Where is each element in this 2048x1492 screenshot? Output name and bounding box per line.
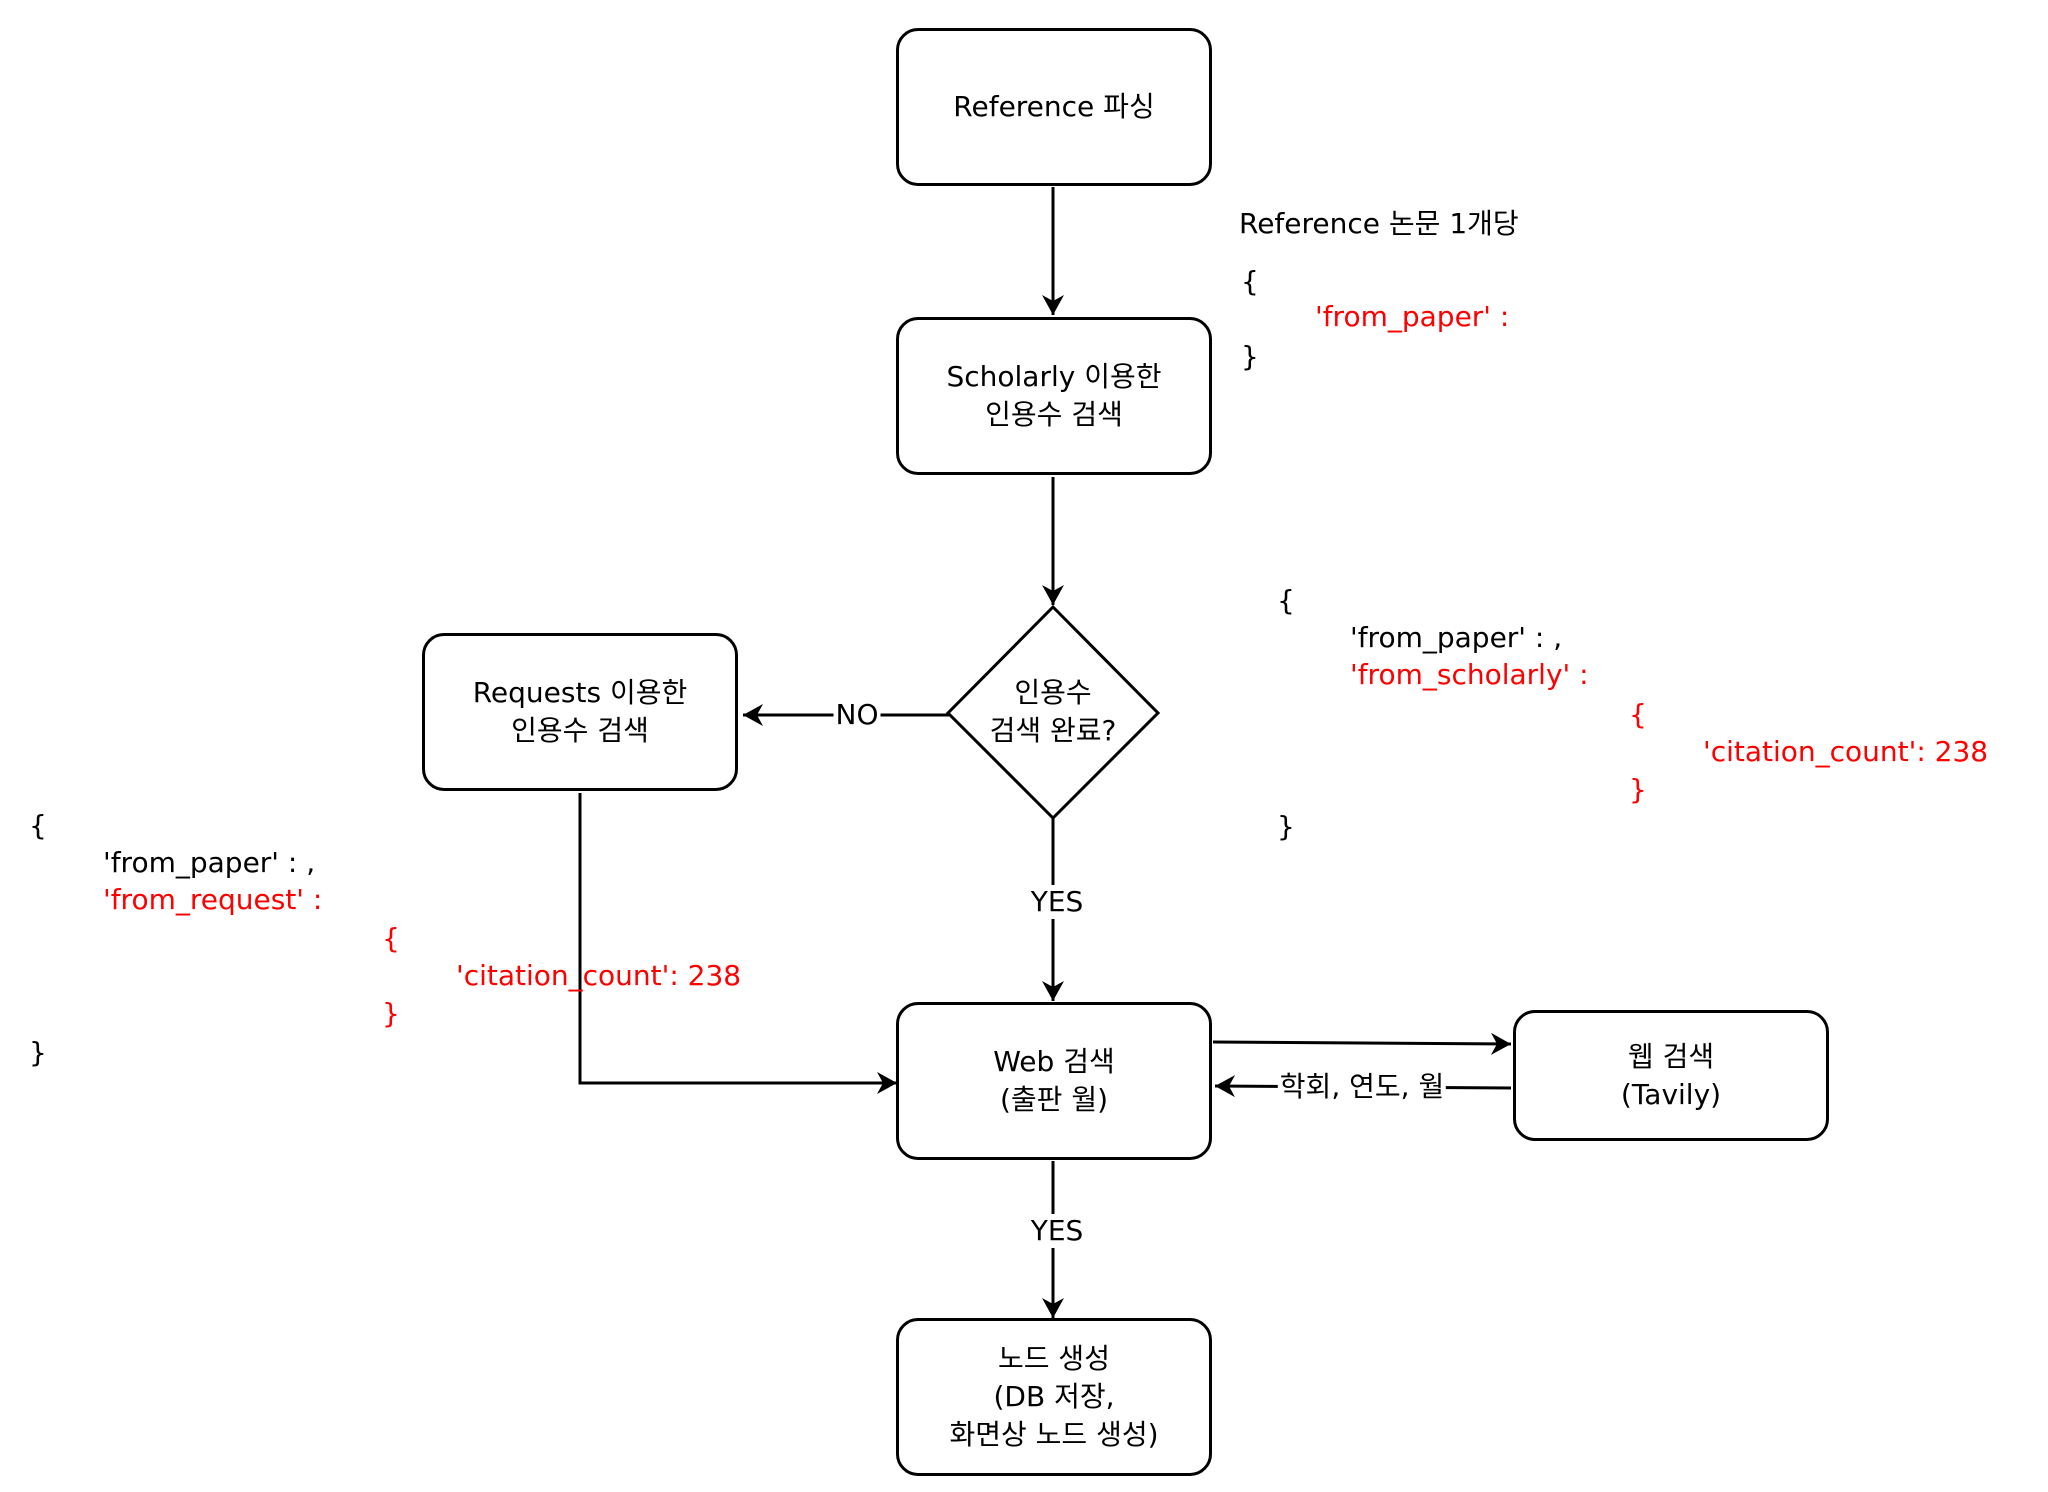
- create-node-line-1: 노드 생성: [998, 1342, 1110, 1375]
- edge-web-to-tavily: [1212, 1032, 1512, 1055]
- scholarly-search-line-1: Scholarly 이용한: [946, 360, 1162, 393]
- edge-label-no: NO: [833, 698, 881, 732]
- create-node-line-2: (DB 저장,: [993, 1380, 1115, 1413]
- per-reference-from-paper: 'from_paper' :: [1315, 300, 1510, 333]
- reference-parse-line-1: Reference 파싱: [953, 90, 1155, 123]
- tavily-search-line-2: (Tavily): [1620, 1077, 1722, 1111]
- request-json-citation: 'citation_count': 238: [456, 959, 742, 992]
- scholarly-json-inner-close: }: [1629, 773, 1647, 806]
- tavily-search-node: 웹 검색 (Tavily): [1513, 1010, 1829, 1141]
- request-json-inner-open: {: [382, 922, 400, 955]
- scholarly-json-close-brace: }: [1277, 810, 1295, 843]
- web-search-line-2: (출판 월): [999, 1083, 1109, 1116]
- scholarly-search-line-2: 인용수 검색: [985, 398, 1123, 431]
- request-json-from-paper: 'from_paper' : ,: [103, 846, 316, 879]
- scholarly-json-from-paper: 'from_paper' : ,: [1350, 621, 1563, 654]
- requests-search-line-1: Requests 이용한: [472, 676, 688, 709]
- web-search-line-1: Web 검색: [993, 1045, 1115, 1078]
- edge-label-yes-web: YES: [1028, 1214, 1086, 1248]
- create-node-line-3: 화면상 노드 생성): [949, 1418, 1159, 1451]
- edge-requests-to-web: [578, 793, 897, 1094]
- per-reference-open-brace: {: [1241, 265, 1259, 298]
- create-node-node: 노드 생성 (DB 저장, 화면상 노드 생성): [896, 1318, 1212, 1476]
- request-json-inner-close: }: [382, 997, 400, 1030]
- per-reference-title: Reference 논문 1개당: [1239, 207, 1519, 240]
- scholarly-json-from-scholarly: 'from_scholarly' :: [1350, 658, 1589, 691]
- per-reference-close-brace: }: [1241, 340, 1259, 373]
- requests-search-node: Requests 이용한 인용수 검색: [422, 633, 738, 791]
- requests-search-line-2: 인용수 검색: [511, 714, 649, 747]
- tavily-search-line-1: 웹 검색: [1627, 1039, 1715, 1073]
- reference-parse-node: Reference 파싱: [896, 28, 1212, 186]
- request-json-open-brace: {: [29, 809, 47, 842]
- citation-check-line-2: 검색 완료?: [989, 714, 1117, 747]
- edge-label-yes-check: YES: [1028, 885, 1086, 919]
- scholarly-json-open-brace: {: [1277, 584, 1295, 617]
- request-json-from-request: 'from_request' :: [103, 883, 323, 916]
- scholarly-json-citation: 'citation_count': 238: [1703, 735, 1989, 768]
- scholarly-search-node: Scholarly 이용한 인용수 검색: [896, 317, 1212, 475]
- request-json-close-brace: }: [29, 1036, 47, 1069]
- edge-label-tavily-return: 학회, 연도, 월: [1277, 1070, 1447, 1104]
- citation-check-line-1: 인용수: [1014, 676, 1092, 709]
- decision-diamond: [945, 604, 1161, 821]
- scholarly-json-inner-open: {: [1629, 698, 1647, 731]
- citation-check-label: 인용수 검색 완료?: [968, 674, 1138, 750]
- web-search-node: Web 검색 (출판 월): [896, 1002, 1212, 1160]
